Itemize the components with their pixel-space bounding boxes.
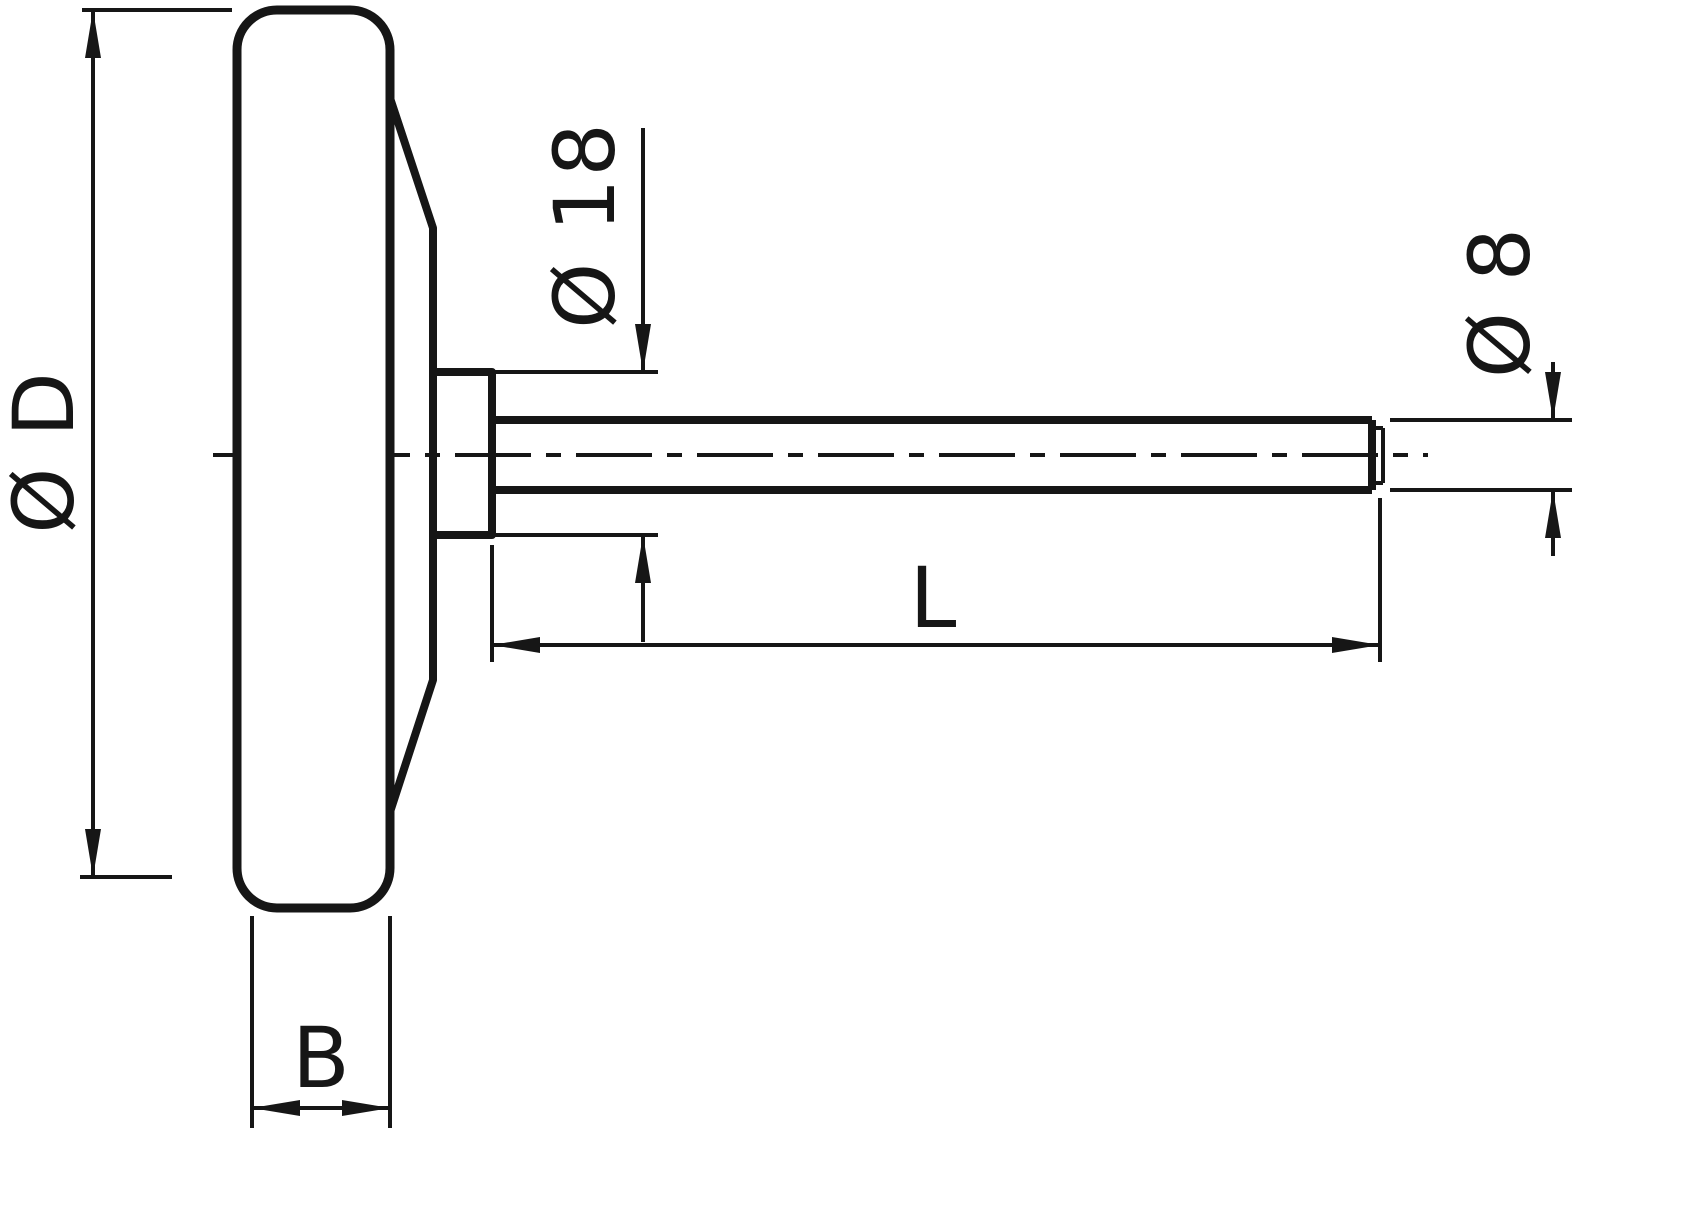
arrowhead-down — [85, 829, 101, 877]
arrowhead-left — [492, 637, 540, 653]
arrowhead-up — [635, 535, 651, 583]
dim-dial-diameter: Ø D — [0, 8, 232, 879]
dim-stem-length: L — [490, 498, 1382, 662]
arrowhead-up — [1545, 490, 1561, 538]
label-dial-diameter: Ø D — [0, 370, 93, 534]
label-stem-length: L — [910, 549, 959, 647]
label-neck-diameter: Ø 18 — [536, 121, 634, 329]
stem-probe — [492, 416, 1385, 494]
case-bezel — [232, 5, 395, 913]
dim-stem-diameter: Ø 8 — [1390, 226, 1572, 556]
label-case-depth: B — [292, 1009, 352, 1107]
neck-block — [429, 368, 496, 539]
dim-case-depth: B — [250, 916, 392, 1128]
arrowhead-right — [1332, 637, 1380, 653]
arrowhead-left — [252, 1100, 300, 1116]
arrowhead-right — [342, 1100, 390, 1116]
label-stem-diameter: Ø 8 — [1451, 226, 1549, 378]
arrowhead-down — [1545, 372, 1561, 420]
arrowhead-up — [85, 10, 101, 58]
arrowhead-down — [635, 324, 651, 372]
thermometer-body — [232, 5, 1385, 913]
dim-neck-diameter: Ø 18 — [492, 121, 658, 642]
